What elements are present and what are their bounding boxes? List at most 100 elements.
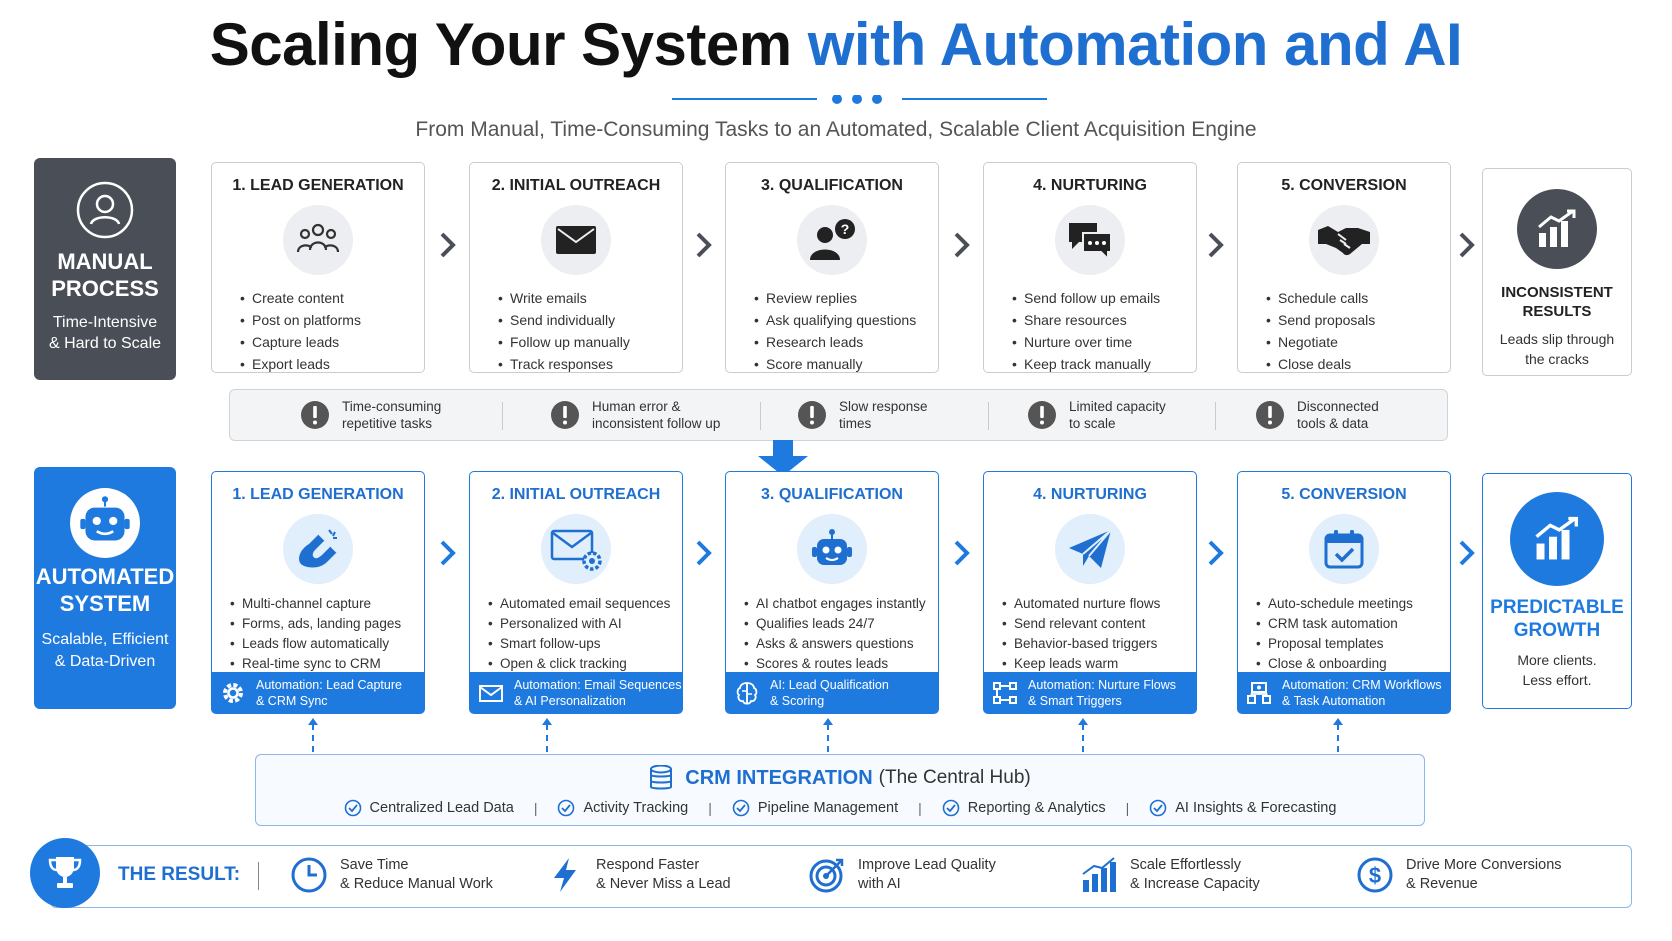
list-item: CRM task automation (1256, 614, 1450, 634)
list-item: Keep leads warm (1002, 654, 1196, 674)
step-title: 1. LEAD GENERATION (232, 177, 404, 194)
manual-step-initial-outreach: 2. INITIAL OUTREACH Write emails Send in… (469, 162, 683, 375)
footer-line2: & Smart Triggers (1028, 693, 1122, 708)
crm-integration-hub: CRM INTEGRATION (The Central Hub) Centra… (255, 754, 1425, 826)
list-item: Auto-schedule meetings (1256, 594, 1450, 614)
title-divider (672, 95, 1047, 104)
list-item: Capture leads (240, 331, 424, 353)
title-part1: Scaling Your System (209, 11, 792, 78)
group-icon (296, 223, 340, 253)
result-item: Improve Lead Quality with AI (808, 856, 996, 894)
step-title: 4. NURTURING (1033, 177, 1147, 194)
list-item: Nurture over time (1012, 331, 1196, 353)
robot-icon (812, 529, 852, 565)
automation-footer: Automation: Email Sequences& AI Personal… (470, 672, 682, 713)
chevron-right-icon (1208, 540, 1224, 566)
problem-item: Human error &inconsistent follow up (550, 398, 720, 432)
problem-item: Limited capacity to scale (1027, 398, 1166, 432)
svg-text:$: $ (1369, 863, 1381, 888)
auto-sub-2: & Data-Driven (54, 653, 156, 670)
crm-feature: AI Insights & Forecasting (1149, 799, 1336, 817)
result-sub-2: Less effort. (1522, 672, 1592, 688)
clock-icon (291, 857, 327, 893)
list-item: Send proposals (1266, 309, 1450, 331)
list-item: Proposal templates (1256, 634, 1450, 654)
crm-title: CRM INTEGRATION (685, 766, 873, 789)
check-circle-icon (732, 799, 750, 817)
calendar-check-icon (1324, 530, 1364, 569)
connector-line (1082, 724, 1084, 752)
list-item: Automated nurture flows (1002, 594, 1196, 614)
lightning-icon (554, 858, 576, 892)
check-circle-icon (344, 799, 361, 817)
step-title: 4. NURTURING (1033, 486, 1147, 503)
footer-line1: AI: Lead Qualification (770, 677, 889, 692)
database-icon (650, 765, 673, 790)
manual-title-1: MANUAL (57, 249, 153, 274)
footer-line2: & Scoring (770, 693, 825, 708)
crm-feature-label: Activity Tracking (583, 800, 689, 816)
problem-line2: inconsistent follow up (592, 416, 721, 431)
step-title: 1. LEAD GENERATION (232, 486, 404, 503)
manual-step-nurturing: 4. NURTURING Send follow up emails Share… (983, 162, 1197, 375)
list-item: Smart follow-ups (488, 634, 682, 654)
bar-chart-icon (1082, 857, 1116, 892)
page-subtitle: From Manual, Time-Consuming Tasks to an … (415, 118, 1257, 141)
divider (760, 402, 761, 430)
list-item: Negotiate (1266, 331, 1450, 353)
auto-title-2: SYSTEM (59, 591, 151, 616)
check-circle-icon (1149, 799, 1167, 817)
list-item: Open & click tracking (488, 654, 682, 674)
list-item: Research leads (754, 331, 938, 353)
manual-sub-1: Time-Intensive (52, 314, 158, 331)
warning-icon (551, 401, 579, 429)
result-line1: Respond Faster (596, 857, 700, 873)
list-item: Send individually (498, 309, 682, 331)
problem-line2: to scale (1069, 416, 1116, 431)
list-item: Asks & answers questions (744, 634, 938, 654)
svg-text:?: ? (841, 221, 850, 237)
result-item: Scale Effortlessly& Increase Capacity (1080, 856, 1260, 894)
auto-step-nurturing: 4. NURTURING Automated nurture flows Sen… (983, 471, 1197, 714)
problem-line2: repetitive tasks (342, 416, 433, 431)
chevron-right-icon (696, 540, 712, 566)
result-item: Respond Faster & Never Miss a Lead (546, 856, 731, 894)
result-line1: Improve Lead Quality (858, 857, 996, 873)
connector-arrow (1078, 718, 1088, 725)
page-title: Scaling Your System with Automation and … (0, 10, 1672, 79)
manual-title-2: PROCESS (51, 276, 159, 301)
connector-line (312, 724, 314, 752)
auto-sub-1: Scalable, Efficient (41, 631, 169, 648)
footer-line2: & CRM Sync (256, 693, 328, 708)
divider (258, 862, 259, 890)
divider (502, 402, 503, 430)
chevron-right-icon (954, 232, 970, 258)
list-item: Keep track manually (1012, 353, 1196, 375)
chevron-right-icon (1208, 232, 1224, 258)
warning-icon (798, 401, 826, 429)
target-icon (809, 858, 844, 893)
result-line2: & Never Miss a Lead (596, 876, 731, 892)
problem-line1: Limited capacity (1069, 399, 1166, 414)
result-line2: with AI (858, 876, 901, 892)
result-sub-1: Leads slip through (1499, 331, 1615, 347)
list-item: Scores & routes leads (744, 654, 938, 674)
chat-icon (1069, 223, 1112, 260)
footer-line1: Automation: Lead Capture (256, 677, 402, 692)
chart-up-icon (1535, 516, 1579, 560)
arrow-down-icon (758, 440, 808, 476)
mail-icon (556, 226, 596, 254)
auto-title-1: AUTOMATED (35, 564, 175, 589)
warning-icon (1028, 401, 1056, 429)
crm-feature: Activity Tracking (557, 799, 688, 817)
automation-footer: Automation: CRM Workflows& Task Automati… (1238, 672, 1450, 713)
chart-up-icon (1538, 209, 1576, 247)
crm-feature: Reporting & Analytics (942, 799, 1106, 817)
result-line2: & Revenue (1406, 876, 1478, 892)
step-title: 3. QUALIFICATION (761, 177, 903, 194)
trophy-icon (48, 857, 82, 888)
